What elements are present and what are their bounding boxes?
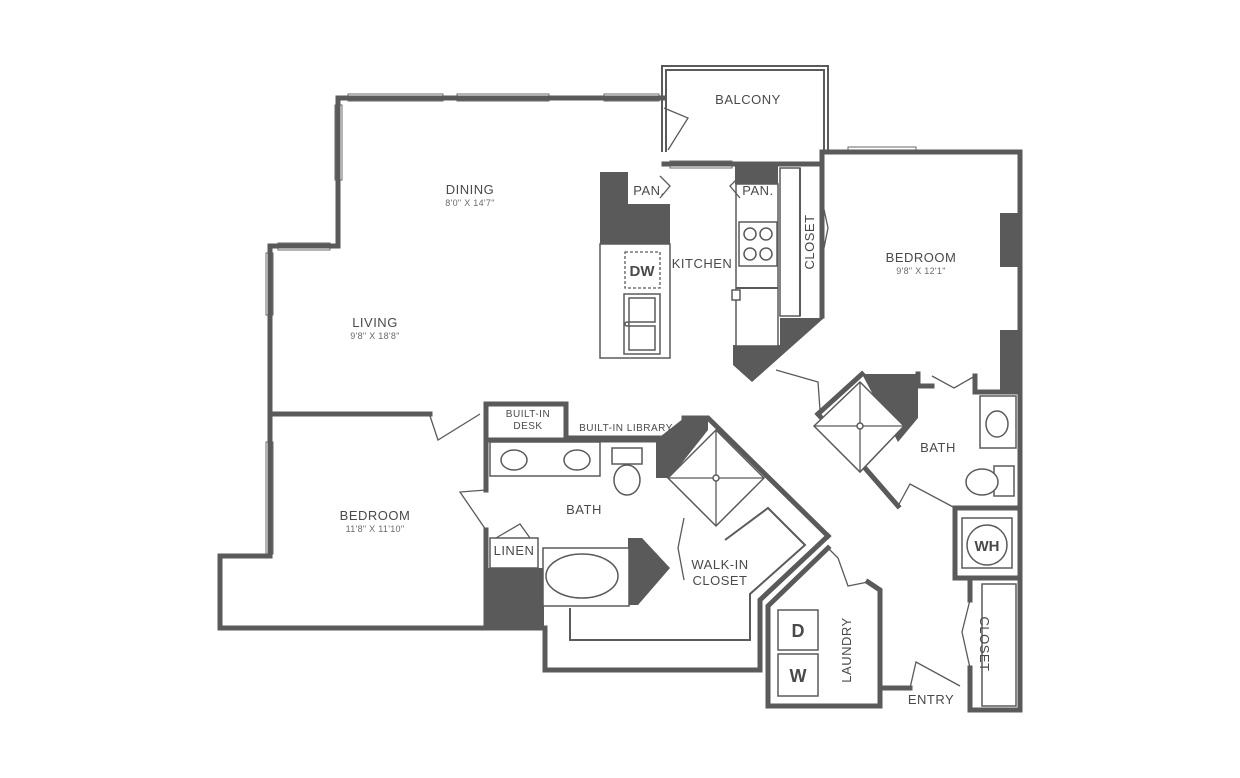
- solid-fills: [486, 164, 1022, 630]
- living-dimensions: 9'8" X 18'8": [350, 331, 399, 341]
- room-labels: BALCONY DINING 8'0" X 14'7" LIVING 9'8" …: [340, 92, 1000, 707]
- pantry-left-label: PAN.: [633, 183, 664, 198]
- kitchen-fixtures: [599, 167, 801, 359]
- entry-label: ENTRY: [908, 692, 954, 707]
- built-in-desk-label-2: DESK: [513, 421, 542, 432]
- bath-fixtures: [489, 380, 1017, 707]
- living-label: LIVING: [352, 315, 398, 330]
- bedroom-left-dimensions: 11'8" X 11'10": [346, 524, 405, 534]
- water-heater-label: WH: [975, 538, 1000, 555]
- dining-dimensions: 8'0" X 14'7": [445, 198, 494, 208]
- walk-in-label-2: CLOSET: [692, 573, 747, 588]
- bedroom-right-label: BEDROOM: [886, 250, 957, 265]
- laundry-label: LAUNDRY: [839, 617, 854, 682]
- dryer-label: D: [792, 621, 805, 641]
- dining-label: DINING: [446, 182, 495, 197]
- linen-label: LINEN: [494, 543, 535, 558]
- bath-main-label: BATH: [566, 502, 602, 517]
- pantry-right-label: PAN.: [742, 183, 773, 198]
- entry-closet-label: CLOSET: [977, 616, 992, 671]
- dishwasher-label: DW: [630, 263, 656, 280]
- bedroom-right-dimensions: 9'8" X 12'1": [896, 266, 945, 276]
- walls: [217, 65, 1023, 713]
- kitchen-closet-label: CLOSET: [802, 214, 817, 269]
- doors: [429, 107, 976, 689]
- walk-in-label-1: WALK-IN: [691, 557, 748, 572]
- bedroom-left-label: BEDROOM: [340, 508, 411, 523]
- washer-label: W: [790, 666, 807, 686]
- bath-right-label: BATH: [920, 440, 956, 455]
- balcony-label: BALCONY: [715, 92, 781, 107]
- built-in-library-label: BUILT-IN LIBRARY: [579, 423, 673, 434]
- built-in-desk-label-1: BUILT-IN: [506, 409, 550, 420]
- kitchen-label: KITCHEN: [672, 256, 733, 271]
